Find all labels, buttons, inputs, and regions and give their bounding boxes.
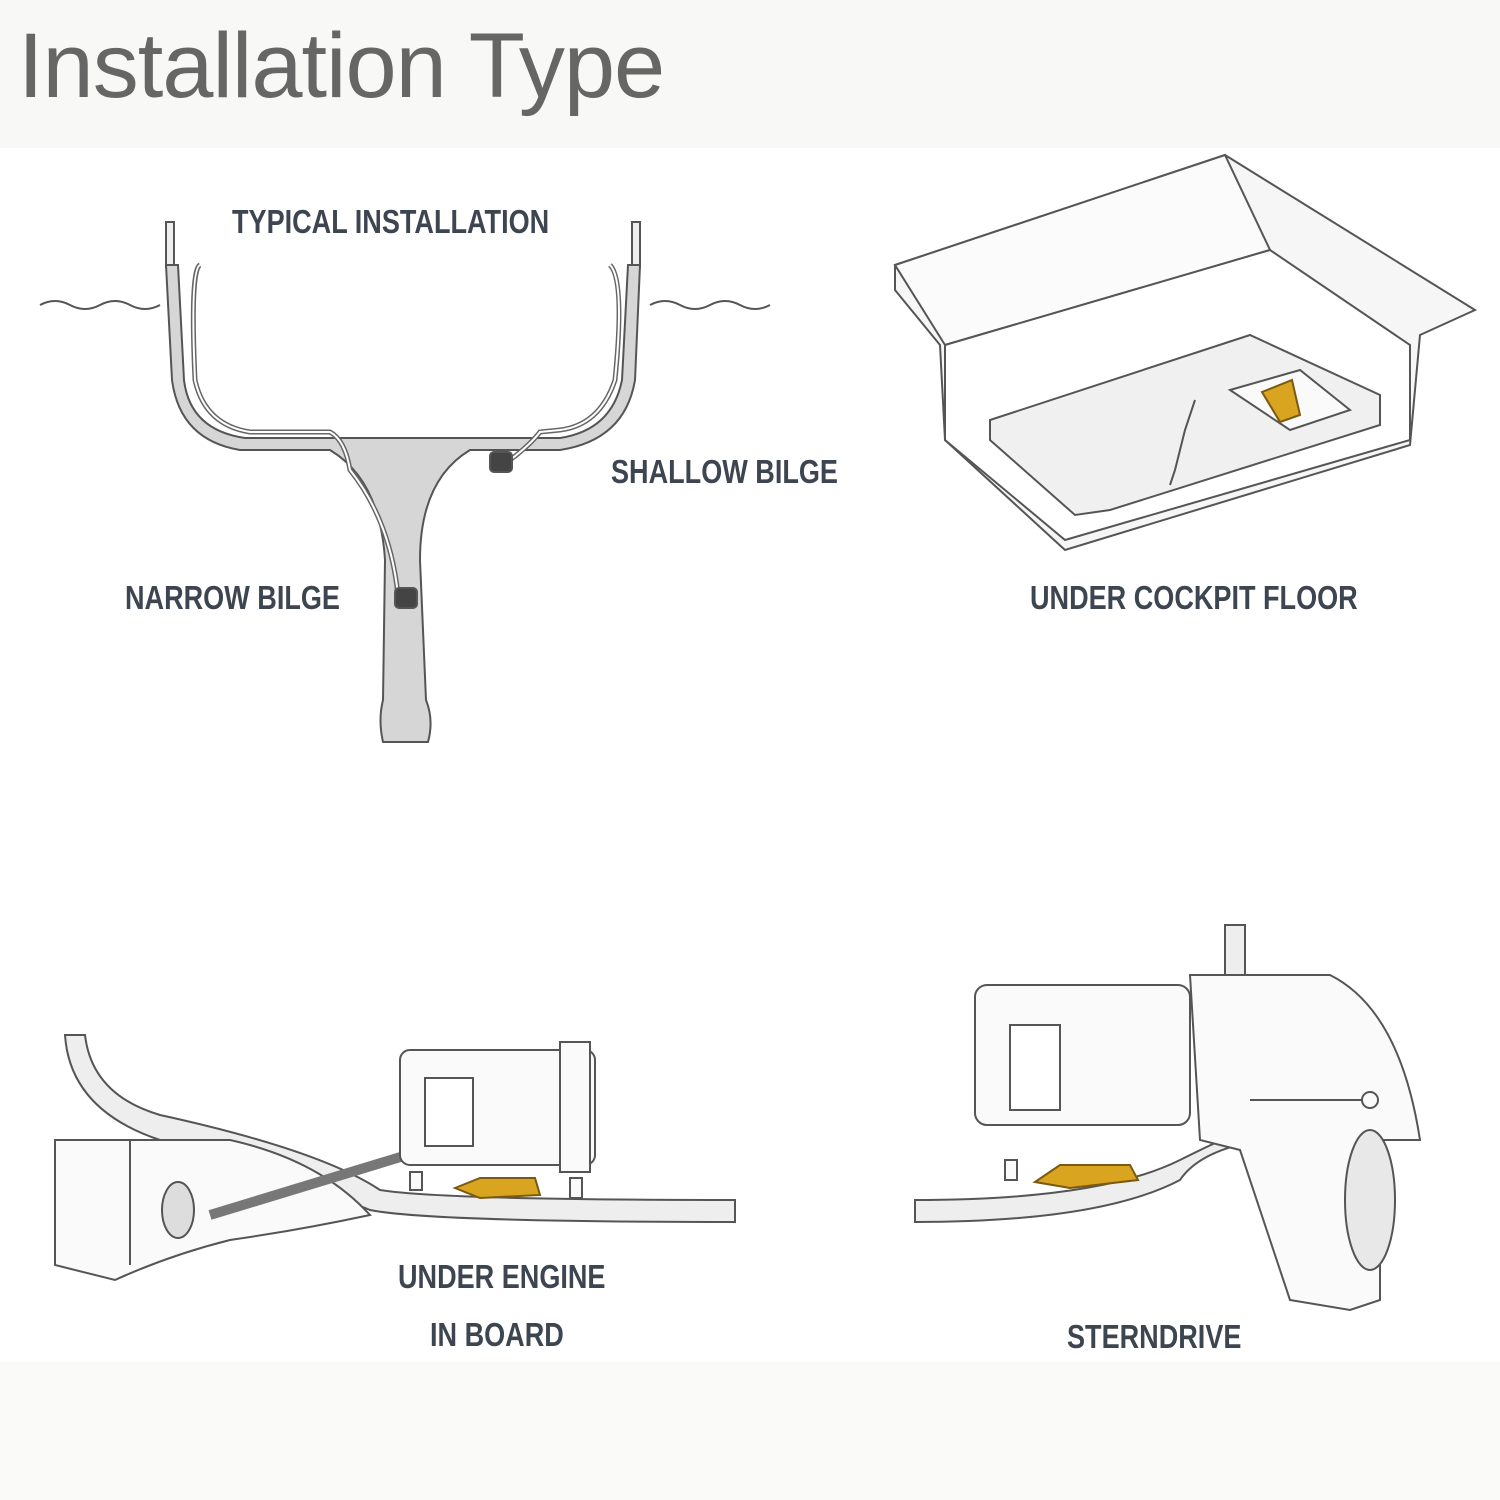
label-in-board: IN BOARD [430, 1316, 564, 1353]
sterndrive-illustration [914, 924, 1422, 1312]
footer-band [0, 1362, 1500, 1500]
cockpit-floor-illustration [893, 153, 1478, 552]
sensor-shallow-icon [489, 451, 513, 473]
sensor-cockpit-icon [1260, 378, 1302, 424]
sensor-narrow-icon [394, 587, 418, 609]
label-narrow-bilge: NARROW BILGE [125, 579, 340, 616]
waterline-left [39, 300, 161, 310]
sensor-engine-icon [452, 1177, 542, 1200]
waterline-right [649, 300, 771, 310]
inboard-engine-illustration [54, 1034, 736, 1282]
hull-cross-section-illustration [39, 221, 771, 743]
label-typical-installation: TYPICAL INSTALLATION [232, 203, 550, 240]
label-shallow-bilge: SHALLOW BILGE [611, 453, 838, 490]
label-under-engine: UNDER ENGINE [398, 1258, 606, 1295]
page-title: Installation Type [18, 15, 665, 117]
label-sterndrive: STERNDRIVE [1067, 1318, 1242, 1355]
label-under-cockpit-floor: UNDER COCKPIT FLOOR [1030, 579, 1358, 616]
title-band [0, 0, 1500, 148]
sensor-sterndrive-icon [1032, 1164, 1140, 1190]
